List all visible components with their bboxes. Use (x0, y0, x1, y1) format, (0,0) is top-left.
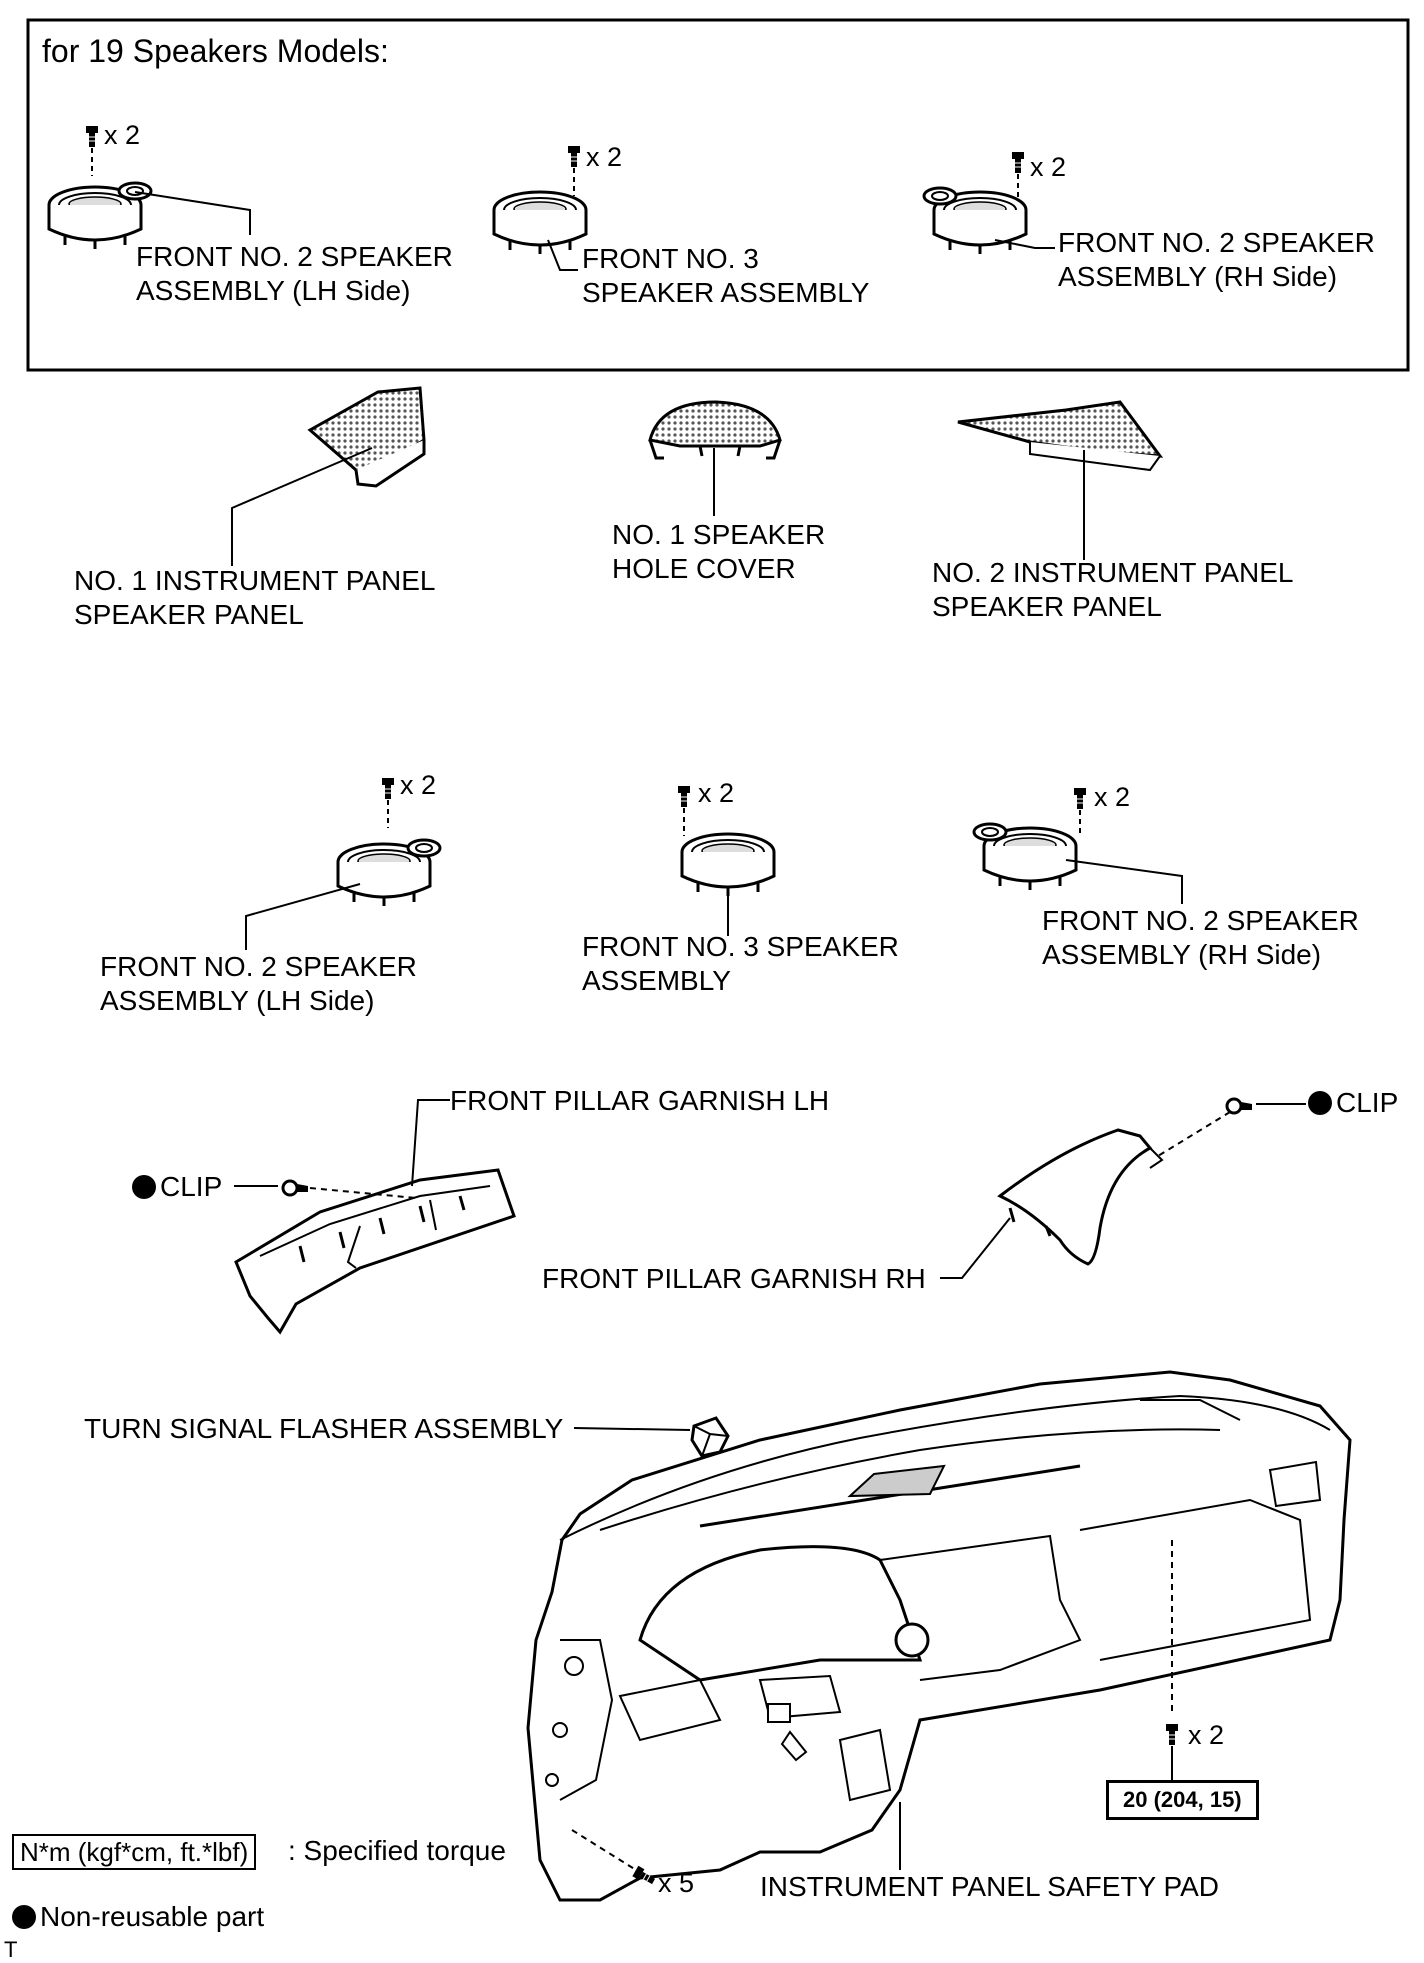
pillar-rh-label: FRONT PILLAR GARNISH RH (542, 1263, 926, 1294)
pillar-rh-clip-text: CLIP (1336, 1087, 1399, 1118)
nonreusable-dot-icon (12, 1905, 36, 1929)
pillar-rh-clip: CLIP (1308, 1086, 1398, 1120)
pillar-garnish-rh (940, 1097, 1306, 1279)
panel-no1-label: NO. 1 INSTRUMENT PANEL SPEAKER PANEL (74, 565, 436, 630)
speaker-lh (245, 777, 440, 950)
pillar-lh-clip: CLIP (132, 1170, 222, 1204)
dash-bolt-bottom-qty: x 5 (658, 1868, 695, 1898)
speaker-rh-label: FRONT NO. 2 SPEAKER ASSEMBLY (RH Side) (1042, 905, 1359, 970)
legend-torque-box: N*m (kgf*cm, ft.*lbf) (12, 1834, 257, 1870)
panel-hole-cover (648, 400, 782, 516)
legend-torque-text: : Specified torque (288, 1835, 506, 1866)
box-rh-label: FRONT NO. 2 SPEAKER ASSEMBLY (RH Side) (1058, 227, 1375, 292)
dash-bolt-bottom (571, 1829, 658, 1888)
turn-signal-flasher-assembly (573, 1416, 730, 1458)
legend-nonreusable: Non-reusable part (12, 1900, 264, 1934)
dash-bolt-right-qty: x 2 (1188, 1720, 1225, 1750)
pillar-lh-clip-text: CLIP (160, 1171, 223, 1202)
panel-no2-instrument (957, 400, 1164, 560)
speaker-center (677, 785, 776, 936)
pillar-garnish-lh (234, 1099, 516, 1335)
variant-box-frame (26, 18, 1410, 372)
box-center-qty: x 2 (586, 142, 623, 172)
speaker-rh (974, 787, 1183, 904)
safety-pad-label: INSTRUMENT PANEL SAFETY PAD (760, 1871, 1219, 1902)
box-center-label: FRONT NO. 3 SPEAKER ASSEMBLY (582, 243, 870, 308)
speaker-center-qty: x 2 (698, 778, 735, 808)
panel-hole-cover-label: NO. 1 SPEAKER HOLE COVER (612, 519, 826, 584)
speaker-lh-label: FRONT NO. 2 SPEAKER ASSEMBLY (LH Side) (100, 951, 417, 1016)
variant-box-title: for 19 Speakers Models: (42, 33, 389, 69)
speaker-lh-qty: x 2 (400, 770, 437, 800)
speaker-center-label: FRONT NO. 3 SPEAKER ASSEMBLY (582, 931, 899, 996)
box-lh-qty: x 2 (104, 120, 141, 150)
speaker-rh-qty: x 2 (1094, 782, 1131, 812)
flasher-label: TURN SIGNAL FLASHER ASSEMBLY (84, 1413, 564, 1444)
panel-no1-instrument (231, 386, 426, 566)
nonreusable-dot-icon (132, 1175, 156, 1199)
nonreusable-dot-icon (1308, 1091, 1332, 1115)
dash-bolt-right (1165, 1540, 1179, 1780)
instrument-panel-safety-pad (526, 1370, 1352, 1902)
box-speaker-rh (924, 151, 1055, 254)
legend-nonreusable-text: Non-reusable part (40, 1901, 265, 1932)
box-speaker-lh (49, 125, 251, 249)
pillar-lh-label: FRONT PILLAR GARNISH LH (450, 1085, 830, 1116)
box-rh-qty: x 2 (1030, 152, 1067, 182)
box-lh-label: FRONT NO. 2 SPEAKER ASSEMBLY (LH Side) (136, 241, 453, 306)
panel-no2-label: NO. 2 INSTRUMENT PANEL SPEAKER PANEL (932, 557, 1294, 622)
torque-value-box: 20 (204, 15) (1106, 1780, 1259, 1820)
box-speaker-center (492, 145, 588, 271)
corner-mark: T (4, 1937, 18, 1962)
